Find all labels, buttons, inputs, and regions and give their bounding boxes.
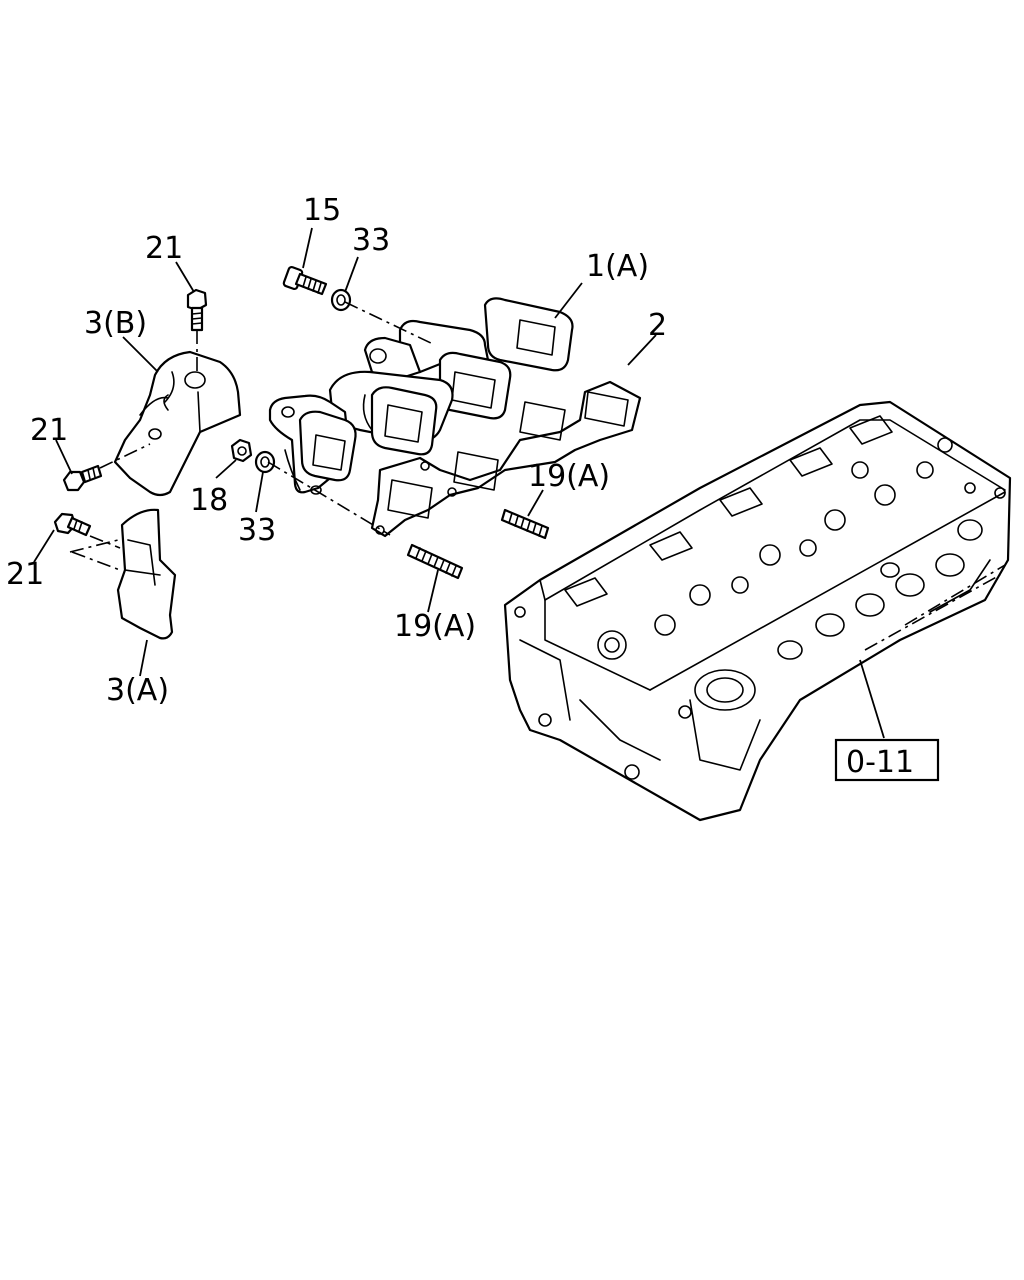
exhaust-gasket xyxy=(370,380,642,538)
callout-21-mid: 21 xyxy=(30,413,68,448)
washer-33-mid xyxy=(254,450,276,474)
bolt-21-low xyxy=(53,512,92,537)
callout-18: 18 xyxy=(190,483,228,518)
bolt-15 xyxy=(282,265,328,296)
callout-19a-right: 19(A) xyxy=(528,459,610,494)
reference-label: 0-11 xyxy=(846,745,914,780)
callout-19a-low: 19(A) xyxy=(394,609,476,644)
exhaust-manifold xyxy=(268,297,574,495)
bolt-21-top xyxy=(186,288,208,332)
bolt-21-mid xyxy=(62,464,103,492)
callout-1a: 1(A) xyxy=(586,249,649,284)
assembly-lines xyxy=(69,301,1006,651)
stud-19a-right xyxy=(500,508,550,540)
heat-shield-3a xyxy=(116,508,177,640)
callout-3b: 3(B) xyxy=(84,306,147,341)
callout-21-low: 21 xyxy=(6,557,44,592)
callout-33-top: 33 xyxy=(352,223,390,258)
callout-3a: 3(A) xyxy=(106,673,169,708)
leader-lines xyxy=(33,227,885,739)
washer-33-top xyxy=(330,288,352,312)
cylinder-head xyxy=(503,400,1012,822)
reference-box: 0-11 xyxy=(834,738,940,782)
callout-21-top: 21 xyxy=(145,231,183,266)
heat-shield-3b xyxy=(113,350,242,497)
callout-15: 15 xyxy=(303,193,341,228)
callout-33-mid: 33 xyxy=(238,513,276,548)
nut-18 xyxy=(230,438,253,463)
stud-19a-low xyxy=(406,543,464,580)
callout-2: 2 xyxy=(648,308,667,343)
